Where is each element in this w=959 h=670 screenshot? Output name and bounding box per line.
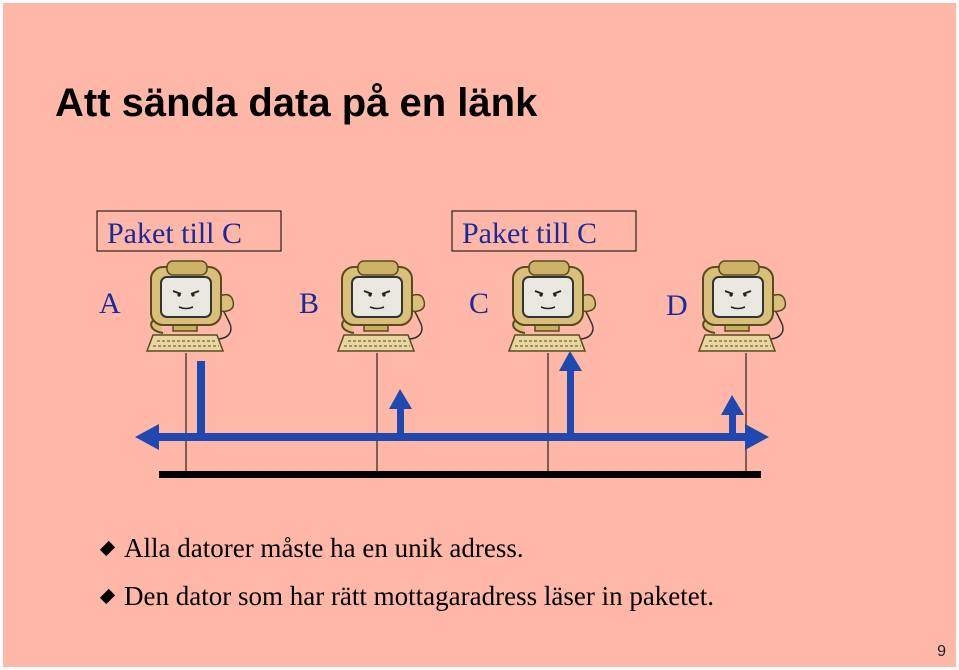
packet-label-2: Paket till C bbox=[462, 217, 597, 250]
arrow-up-icon bbox=[721, 395, 744, 415]
slide-title: Att sända data på en länk bbox=[55, 81, 538, 125]
node-label-b: B bbox=[299, 287, 319, 320]
slide: Att sända data på en länk bbox=[3, 3, 956, 667]
network-diagram: Paket till C Paket till C A B C D bbox=[96, 210, 787, 478]
arrow-right-icon bbox=[745, 424, 769, 450]
bullet-item: Den dator som har rätt mottagaradress lä… bbox=[99, 581, 715, 612]
packet-label-box-1 bbox=[96, 210, 282, 252]
sender-uplink bbox=[197, 361, 205, 437]
page-number: 9 bbox=[937, 643, 946, 660]
bullet-item: Alla datorer måste ha en unik adress. bbox=[99, 533, 524, 564]
signal-line bbox=[153, 433, 751, 441]
arrow-up-c-shaft bbox=[567, 369, 574, 435]
packet-label-1: Paket till C bbox=[107, 217, 242, 250]
network-bus bbox=[159, 471, 761, 478]
bullet-text: Alla datorer måste ha en unik adress. bbox=[124, 533, 524, 563]
computer-mascot-icon bbox=[146, 260, 235, 352]
arrow-up-d-shaft bbox=[729, 413, 736, 435]
signal-arrows bbox=[135, 351, 769, 450]
node-label-d: D bbox=[666, 289, 688, 322]
bullet-text: Den dator som har rätt mottagaradress lä… bbox=[124, 581, 715, 611]
node-label-a: A bbox=[99, 287, 121, 320]
node-label-c: C bbox=[469, 287, 489, 320]
computer-mascot-icon bbox=[698, 260, 787, 352]
diamond-bullet-icon bbox=[99, 540, 116, 557]
computer-mascot-icon bbox=[508, 260, 597, 352]
computer-mascot-icon bbox=[337, 260, 426, 352]
arrow-up-icon bbox=[389, 389, 412, 409]
arrow-up-b-shaft bbox=[397, 407, 404, 435]
arrow-up-icon bbox=[559, 351, 582, 371]
arrow-left-icon bbox=[135, 424, 159, 450]
packet-label-box-2 bbox=[451, 210, 637, 252]
diamond-bullet-icon bbox=[99, 588, 116, 605]
